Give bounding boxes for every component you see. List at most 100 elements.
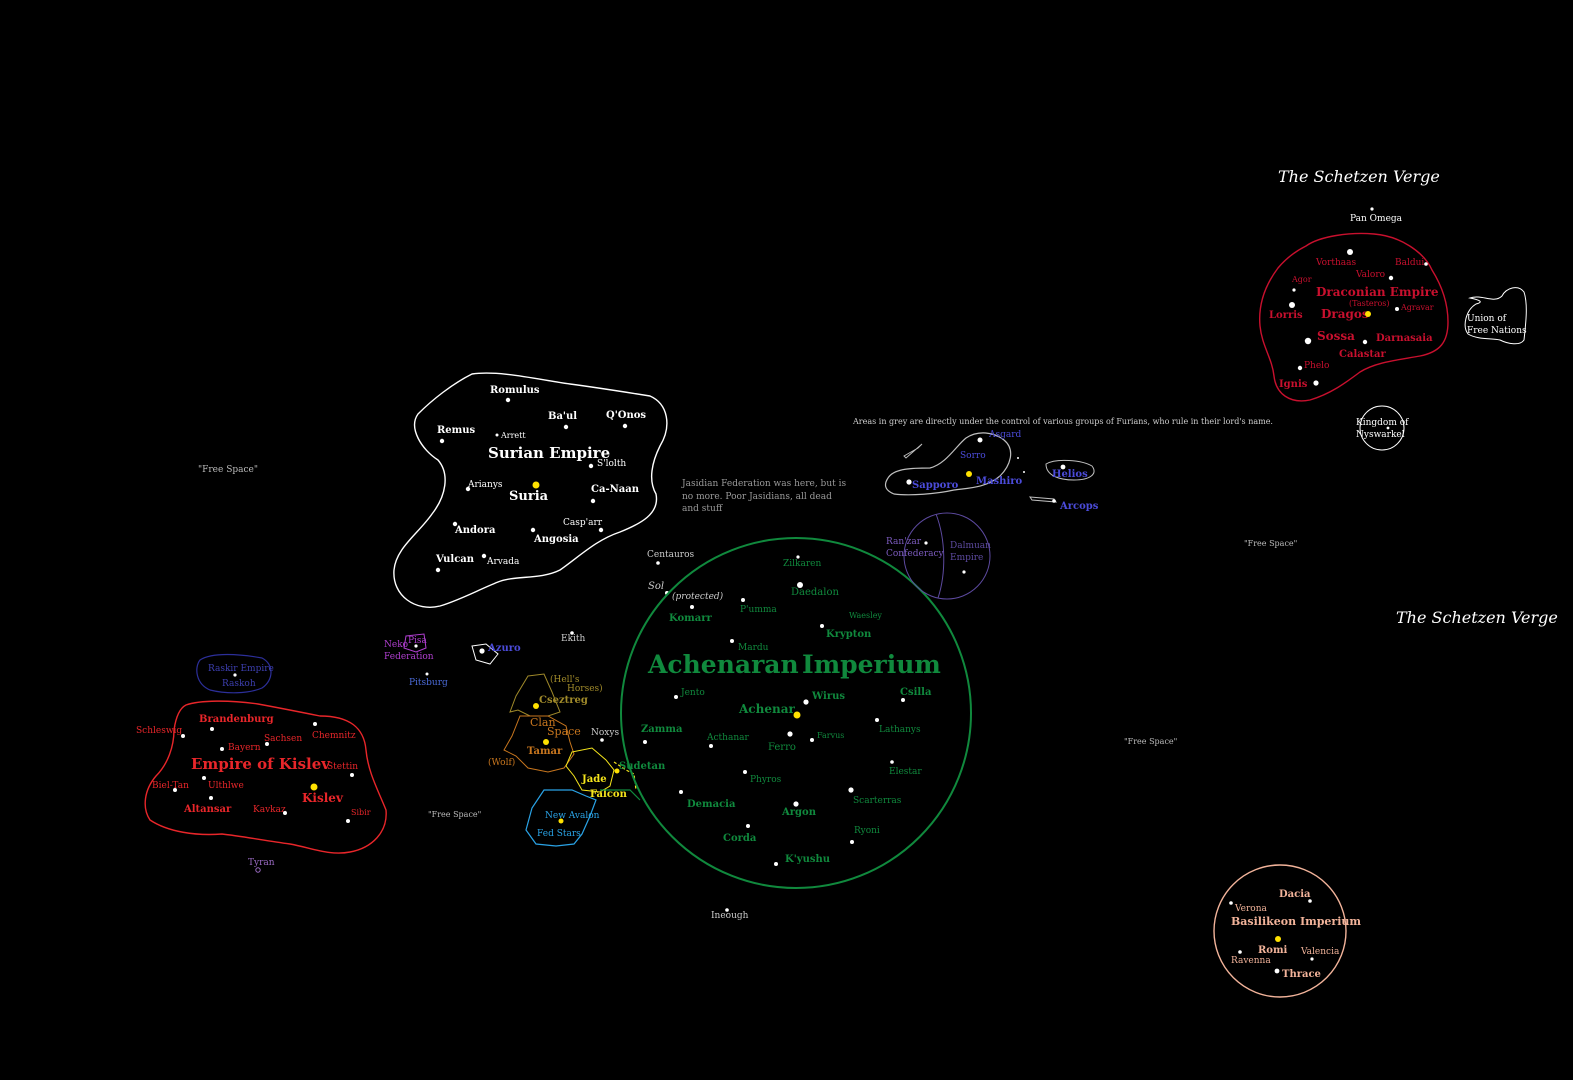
system-label-new-avalon: New Avalon: [545, 811, 600, 821]
system-label-farvus: Farvus: [817, 731, 844, 740]
raskir-border: [196, 653, 272, 694]
star-valoro: [1388, 275, 1394, 281]
star-bayern: [220, 747, 224, 751]
label-ranzar-1: Ran'zar: [886, 537, 922, 547]
basilikeon-border: [1213, 864, 1347, 998]
neko-border: [403, 633, 427, 653]
star-noxys: [600, 738, 604, 742]
neko-federation: Pisa Neko Federation: [384, 633, 434, 662]
star-argon: [793, 801, 799, 807]
union-of-free-nations: Union of Free Nations: [1464, 287, 1527, 345]
star-slolth: [588, 463, 594, 469]
helios-border: [1045, 459, 1095, 481]
furian-border-west: [903, 443, 923, 459]
system-label-waesley: Waesley: [849, 611, 882, 620]
clan-border: [503, 715, 575, 773]
system-label-valencia: Valencia: [1300, 947, 1340, 957]
star-acthanar: [709, 744, 713, 748]
system-label-ignis: Ignis: [1279, 379, 1308, 390]
fed-stars: New Avalon Fed Stars: [525, 789, 600, 847]
label-clan-2: Space: [547, 725, 581, 738]
empire-name-basilikeon: Basilikeon Imperium: [1231, 915, 1361, 928]
star-sossa: [1304, 337, 1312, 345]
dalmuan-border: [903, 512, 991, 600]
capital-label-kislev: Kislev: [302, 791, 344, 805]
star-verona: [1229, 901, 1233, 905]
free-space-label: "Free Space": [198, 465, 258, 475]
draconian-border: [1259, 232, 1449, 402]
system-label-mashiro: Mashiro: [976, 476, 1023, 487]
system-label-krypton: Krypton: [826, 629, 872, 640]
system-label-calastar: Calastar: [1339, 349, 1386, 360]
dalmuan-region: Ran'zar Confederacy Dalmuan Empire: [886, 512, 991, 600]
system-label-stettin: Stettin: [327, 762, 358, 772]
star-thrace: [1274, 968, 1280, 974]
star-farvus: [810, 738, 814, 742]
star-altansar: [209, 796, 213, 800]
system-label-ca-naan: Ca-Naan: [591, 484, 640, 495]
star-helios: [1060, 464, 1066, 470]
draconian-empire: Pan Omega Vorthaas Baldui Agor Valoro Dr…: [1259, 207, 1449, 402]
star-zamma: [643, 740, 647, 744]
surian-empire: Romulus Ba'ul Q'Onos Remus Arrett Surian…: [393, 372, 668, 608]
system-label-asgard: Asgard: [988, 430, 1022, 440]
system-label-kavkaz: Kavkaz: [253, 805, 286, 815]
system-label-acthanar: Acthanar: [706, 733, 749, 743]
star-pitsburg: [425, 672, 429, 676]
fed-stars-border: [525, 789, 597, 847]
system-label-valoro: Valoro: [1355, 270, 1385, 280]
star-clan-capital: [543, 739, 549, 745]
furian-border-main: [884, 432, 1012, 496]
system-label-cseztreg: Cseztreg: [539, 695, 588, 706]
system-label-remus: Remus: [437, 425, 476, 436]
empire-name-kislev: Empire of Kislev: [191, 755, 331, 773]
system-label-sapporo: Sapporo: [912, 480, 959, 491]
star-pumma: [741, 598, 745, 602]
star-biel-tan: [173, 788, 177, 792]
star-kavkaz: [283, 811, 287, 815]
star-dragos-capital: [1365, 311, 1371, 317]
system-label-pitsburg: Pitsburg: [409, 678, 448, 688]
system-label-agor: Agor: [1291, 275, 1312, 284]
system-label-slolth: S'lolth: [597, 459, 626, 469]
star-ravenna: [1238, 950, 1242, 954]
star-ryoni: [850, 840, 854, 844]
system-label-ekith: Ekith: [561, 634, 586, 644]
system-label-altansar: Altansar: [183, 804, 232, 815]
system-label-arrett: Arrett: [500, 431, 526, 440]
star-schleswig: [181, 734, 185, 738]
star-raskoh: [233, 673, 237, 677]
system-label-agravar: Agravar: [1400, 303, 1434, 312]
system-label-sol: Sol: [648, 581, 664, 592]
label-ranzar-2: Confederacy: [886, 549, 945, 559]
star-agravar: [1395, 307, 1399, 311]
kislev-border: [144, 700, 387, 854]
star-elestar: [890, 760, 894, 764]
empire-name-achenar-2: Imperium: [802, 650, 941, 679]
nyswarkel-border: [1359, 405, 1405, 451]
star-jento: [674, 695, 678, 699]
label-nyswarkel-1: Kingdom of: [1356, 418, 1409, 428]
furian-territories: Asgard Sorro Mashiro Sapporo Helios Arco…: [884, 430, 1099, 512]
star-ca-naan: [590, 498, 596, 504]
system-label-brandenburg: Brandenburg: [199, 714, 274, 725]
system-label-pumma: P'umma: [740, 605, 777, 615]
label-neko-1: Neko: [384, 640, 408, 650]
empire-name-draconian: Draconian Empire: [1316, 285, 1439, 299]
system-label-elestar: Elestar: [889, 767, 922, 777]
star-asgard: [977, 437, 983, 443]
free-space-label: "Free Space": [1124, 737, 1177, 746]
star-lathanys: [875, 718, 879, 722]
system-label-vorthaas: Vorthaas: [1315, 258, 1357, 268]
system-label-andora: Andora: [454, 525, 496, 536]
star-arcops: [1052, 499, 1056, 503]
star-dalmuan: [962, 570, 966, 574]
system-label-pan-omega: Pan Omega: [1350, 214, 1403, 224]
star-casparr: [598, 527, 604, 533]
capital-label-achenar: Achenar: [738, 702, 795, 716]
system-label-komarr: Komarr: [669, 613, 712, 624]
star-valencia: [1310, 957, 1314, 961]
arcops-border: [1029, 496, 1057, 503]
label-dalmuan-2: Empire: [950, 553, 983, 563]
system-label-baldui: Baldui: [1395, 258, 1424, 268]
